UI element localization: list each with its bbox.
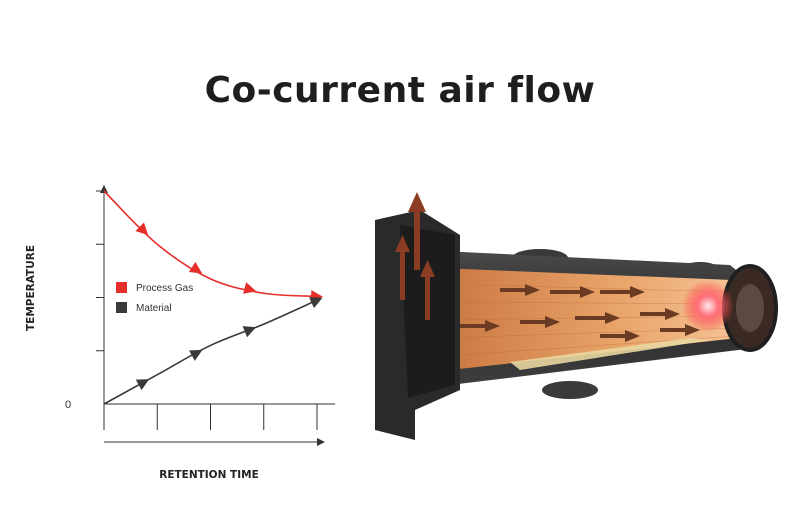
- chart-series: [103, 190, 323, 405]
- time-axis-arrow: [317, 438, 325, 446]
- rotary-dryer-illustration: [375, 192, 778, 440]
- gas-flow-arrows: [460, 284, 700, 342]
- series-arrow-marker: [189, 349, 203, 361]
- burner-flame: [682, 280, 734, 332]
- series-arrow-marker: [243, 282, 257, 294]
- series-arrow-marker: [135, 379, 150, 391]
- burner-opening: [736, 284, 764, 332]
- y-origin-label: 0: [65, 399, 71, 411]
- series-arrow-marker: [188, 261, 203, 274]
- page-title: Co-current air flow: [204, 70, 596, 111]
- legend: Process Gas Material: [116, 282, 193, 314]
- x-axis-label: RETENTION TIME: [159, 469, 259, 481]
- legend-label-process-gas: Process Gas: [136, 283, 193, 294]
- series-line-process-gas: [103, 190, 318, 298]
- x-ticks: [103, 404, 318, 430]
- series-arrow-marker: [135, 222, 149, 236]
- legend-label-material: Material: [136, 303, 172, 314]
- temperature-chart: TEMPERATURE RETENTION TIME 0 Process Gas…: [25, 185, 335, 481]
- series-arrow-marker: [242, 326, 257, 338]
- legend-swatch-material: [116, 302, 127, 313]
- y-ticks: [96, 190, 104, 352]
- exhaust-arrows: [395, 192, 435, 320]
- material-bed: [510, 338, 710, 370]
- y-axis-label: TEMPERATURE: [25, 245, 37, 331]
- series-line-material: [103, 299, 318, 405]
- legend-swatch-process-gas: [116, 282, 127, 293]
- series-arrow-marker: [309, 297, 323, 309]
